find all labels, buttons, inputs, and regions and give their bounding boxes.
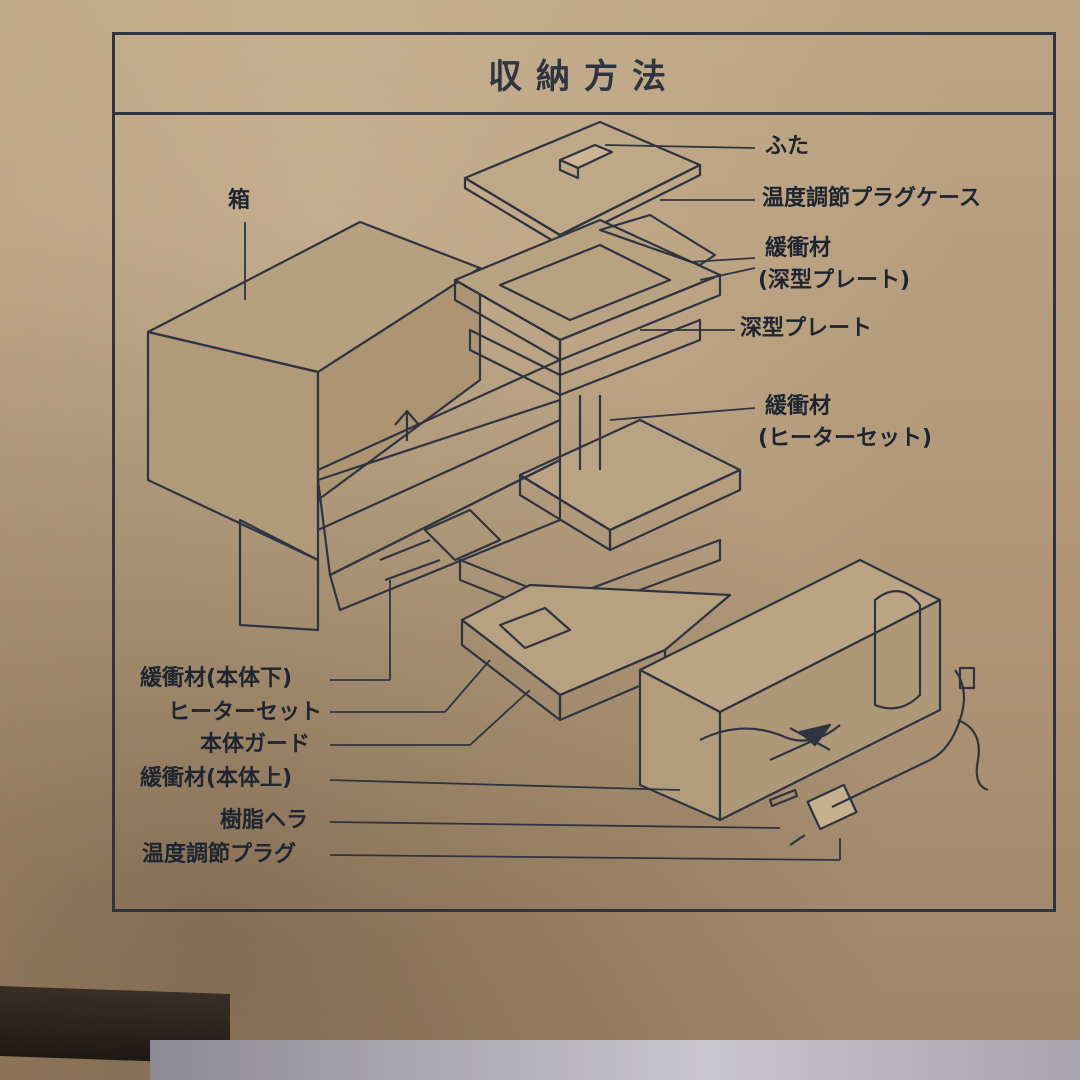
box-illustration (146, 220, 562, 632)
heater-cushion-illustration (423, 395, 742, 622)
label-temp-plug: 温度調節プラグ (142, 842, 297, 867)
panel-title: 収納方法 (488, 57, 680, 97)
storage-instructions-panel: 収納方法 (112, 32, 1056, 912)
label-cushion-body-lower: 緩衝材(本体下) (140, 666, 293, 691)
label-body-guard: 本体ガード (200, 732, 311, 757)
label-heater-set: ヒーターセット (168, 700, 323, 725)
plug-cord-illustration (768, 666, 989, 846)
label-cushion-deep-plate: 緩衝材 (765, 236, 832, 261)
label-plug-case: 温度調節プラグケース (762, 186, 981, 211)
label-cushion-heater: 緩衝材 (765, 394, 832, 419)
label-cushion-deep-plate-sub: (深型プレート) (758, 268, 911, 293)
title-band: 収納方法 (115, 35, 1053, 115)
label-box: 箱 (228, 188, 251, 213)
background-surface (150, 1040, 1080, 1080)
body-drawer-illustration (316, 398, 562, 612)
leader-lines (244, 144, 841, 861)
label-lid: ふた (765, 134, 810, 159)
label-cushion-heater-sub: (ヒーターセット) (758, 426, 933, 451)
deep-plate-illustration (453, 213, 722, 397)
label-deep-plate: 深型プレート (740, 316, 873, 341)
body-upper-cushion-illustration (638, 558, 942, 822)
label-cushion-body-upper: 緩衝材(本体上) (140, 766, 293, 791)
label-resin-spatula: 樹脂ヘラ (220, 808, 309, 833)
